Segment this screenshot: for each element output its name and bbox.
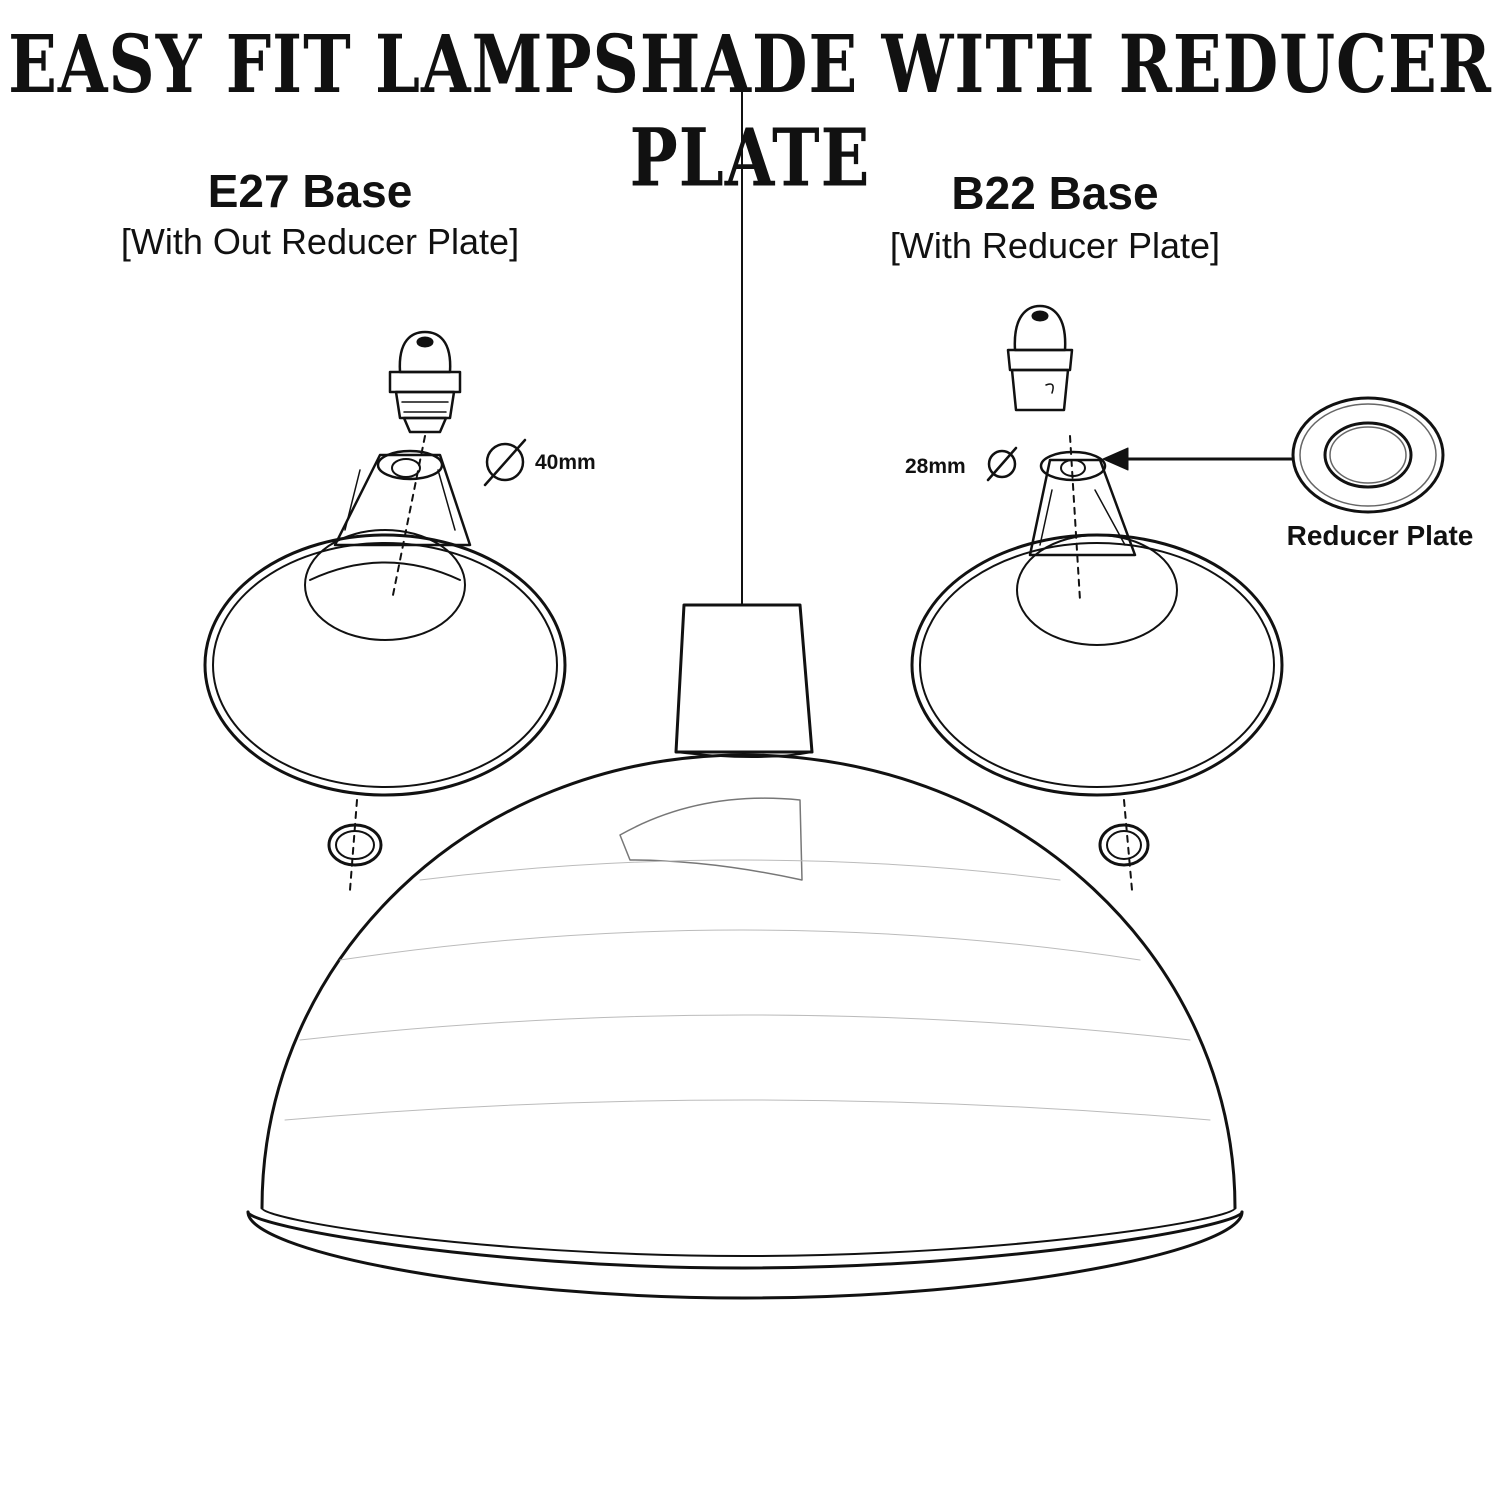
e27-lampholder <box>388 330 462 434</box>
b22-shade <box>910 450 1284 797</box>
reducer-arrow <box>1102 447 1294 471</box>
e27-assembly <box>203 330 567 891</box>
b22-base-note: [With Reducer Plate] <box>889 225 1221 266</box>
reducer-plate-label: Reducer Plate <box>1286 520 1474 551</box>
b22-assembly <box>910 304 1284 891</box>
large-dome-lampshade <box>246 603 1244 1300</box>
e27-shade <box>203 449 567 797</box>
e27-base-title: E27 Base <box>207 165 413 217</box>
reducer-plate-image <box>1291 396 1445 514</box>
e27-diameter-label: 40mm <box>535 451 596 474</box>
b22-diameter-icon <box>986 446 1018 482</box>
b22-lampholder <box>1006 304 1074 412</box>
b22-ring <box>1098 823 1150 867</box>
b22-base-title: B22 Base <box>951 167 1159 219</box>
b22-diameter-label: 28mm <box>905 455 966 478</box>
e27-diameter-icon <box>483 438 527 487</box>
e27-base-note: [With Out Reducer Plate] <box>120 221 520 262</box>
diagram-title: EASY FIT LAMPSHADE WITH REDUCER PLATE <box>8 18 1492 206</box>
e27-ring <box>327 823 383 867</box>
